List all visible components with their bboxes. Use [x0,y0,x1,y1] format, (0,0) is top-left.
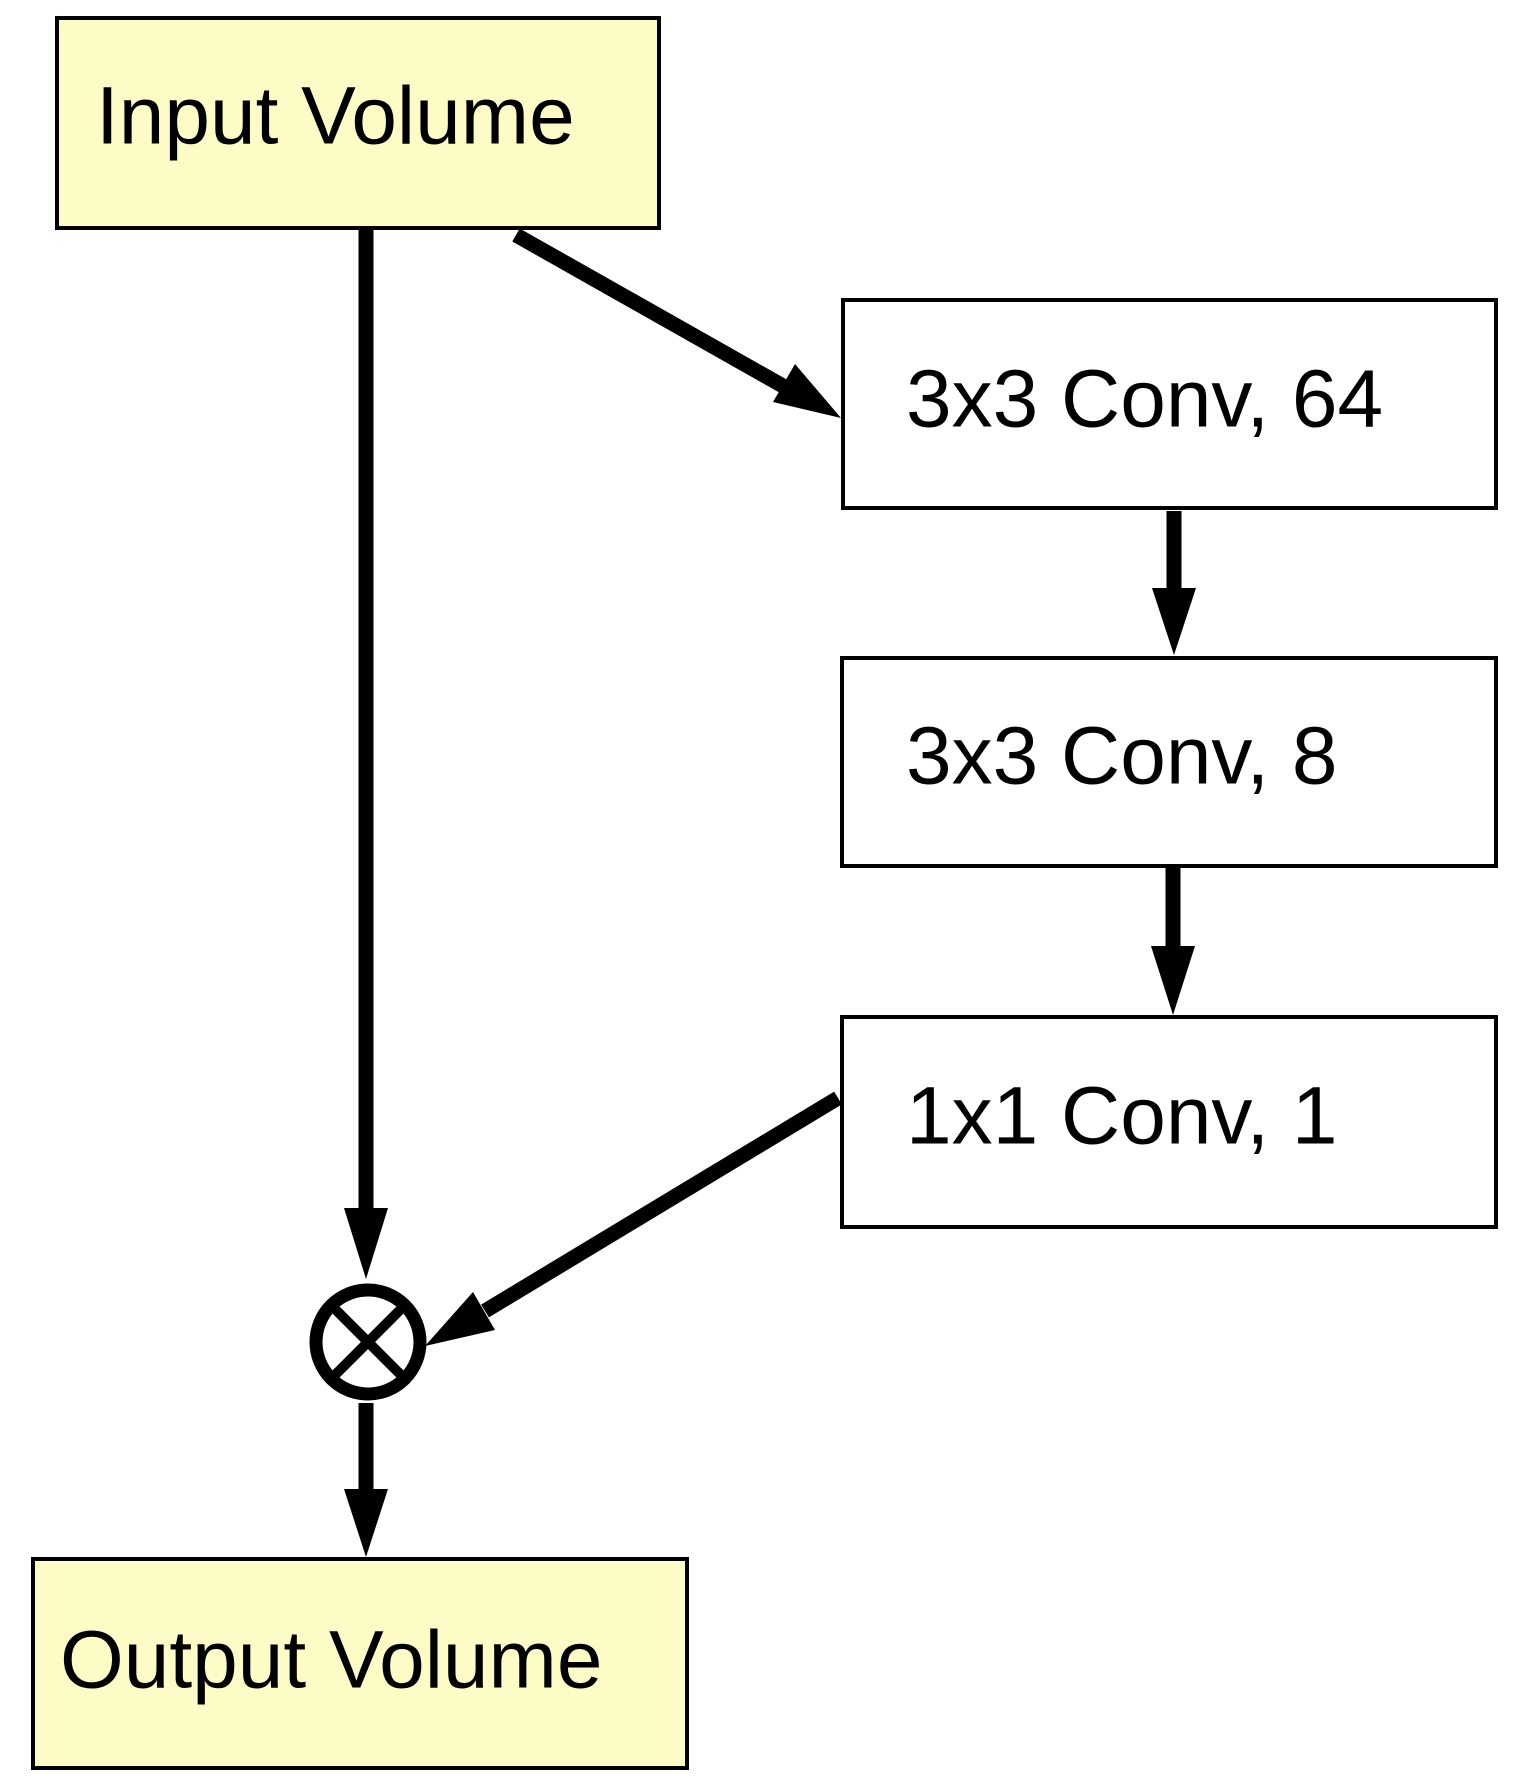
edge-conv3-to-multiply [481,1091,842,1318]
node-output-volume: Output Volume [31,1557,689,1770]
arrowhead-to-multiply-right [425,1292,495,1346]
node-conv2: 3x3 Conv, 8 [840,656,1498,868]
input-volume-label: Input Volume [96,71,575,162]
conv2-box [840,656,1498,868]
conv1-label: 3x3 Conv, 64 [906,354,1383,445]
arrowhead-to-conv2 [1152,588,1196,655]
arrowhead-to-conv1 [773,364,841,418]
conv2-label: 3x3 Conv, 8 [906,711,1338,802]
arrowheads [344,364,1196,1557]
arrowhead-to-output [344,1489,388,1557]
output-volume-label: Output Volume [60,1615,602,1706]
edges [358,228,1182,1492]
conv3-label: 1x1 Conv, 1 [906,1071,1338,1162]
node-conv3: 1x1 Conv, 1 [840,1015,1498,1229]
input-volume-box [55,16,661,230]
output-volume-box [31,1557,689,1770]
arrowhead-to-multiply-left [344,1208,388,1279]
node-input-volume: Input Volume [55,16,661,230]
edge-input-to-conv1 [512,228,787,393]
multiply-cross-stroke-2 [327,1301,409,1383]
arrowhead-to-conv3 [1151,946,1195,1015]
multiply-operator [309,1283,427,1401]
conv1-box [841,298,1498,510]
conv3-box [840,1015,1498,1229]
node-conv1: 3x3 Conv, 64 [841,298,1498,510]
